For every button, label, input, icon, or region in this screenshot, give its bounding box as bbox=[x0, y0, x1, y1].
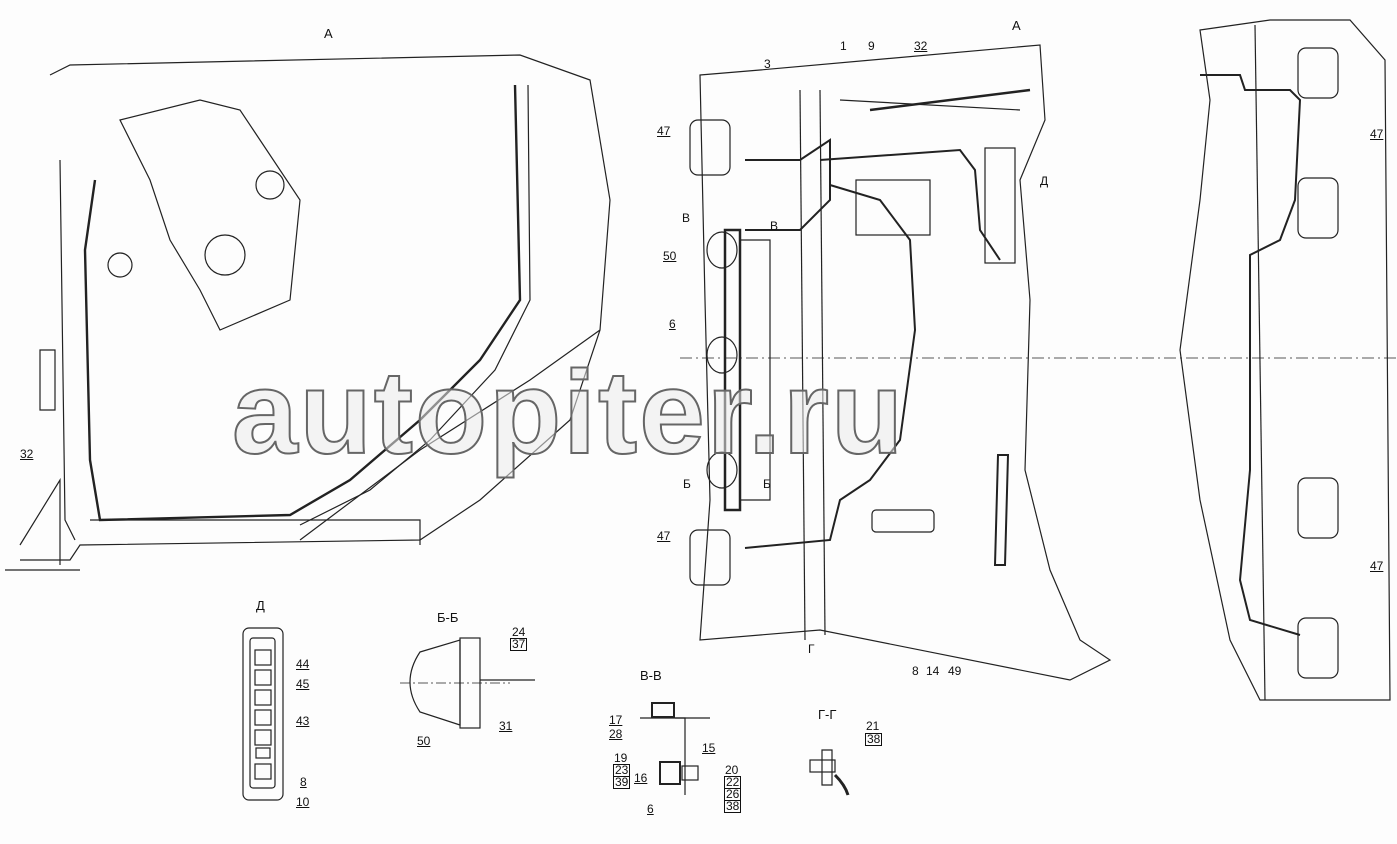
callout: 16 bbox=[634, 771, 648, 785]
view-d-panel bbox=[242, 627, 284, 801]
section-mark-v: В bbox=[770, 219, 779, 233]
section-gg-title: Г-Г bbox=[818, 707, 837, 722]
callout: 37 bbox=[510, 637, 528, 651]
callout: 6 bbox=[669, 317, 676, 331]
watermark: autopiter.ru bbox=[231, 347, 906, 479]
section-gg-bolt bbox=[809, 749, 850, 796]
callout: 17 bbox=[609, 713, 623, 727]
callout: 47 bbox=[1370, 559, 1384, 573]
section-bb-title: Б-Б bbox=[437, 610, 459, 625]
callout: 47 bbox=[657, 124, 671, 138]
callout: 44 bbox=[296, 657, 310, 671]
section-mark-b: Б bbox=[763, 477, 771, 491]
section-vv-title: В-В bbox=[640, 668, 662, 683]
callout: 47 bbox=[1370, 127, 1384, 141]
callout: 47 bbox=[657, 529, 671, 543]
view-a-left-title: А bbox=[324, 26, 333, 41]
view-a-right-title: А bbox=[1012, 18, 1021, 33]
section-mark-d: Д bbox=[1040, 174, 1049, 188]
callout: 8 bbox=[300, 775, 307, 789]
callout: 32 bbox=[20, 447, 34, 461]
callout: 32 bbox=[914, 39, 928, 53]
callout: 21 bbox=[866, 719, 880, 733]
section-mark-g: Г bbox=[808, 642, 815, 656]
callout: 50 bbox=[417, 734, 431, 748]
callout: 19 bbox=[614, 751, 628, 765]
view-d-title: Д bbox=[256, 598, 265, 613]
callout: 38 bbox=[865, 732, 883, 746]
callout: 6 bbox=[647, 802, 654, 816]
section-mark-v: В bbox=[682, 211, 691, 225]
callout: 28 bbox=[609, 727, 623, 741]
left-cab-view bbox=[5, 54, 611, 571]
section-bb-lamp bbox=[400, 637, 535, 729]
callout: 38 bbox=[724, 799, 742, 813]
switch-block bbox=[984, 147, 1016, 264]
callout: 9 bbox=[868, 39, 875, 53]
callout: 50 bbox=[663, 249, 677, 263]
right-cab-strip bbox=[1179, 19, 1391, 701]
section-vv-bracket bbox=[640, 702, 710, 795]
callout: 45 bbox=[296, 677, 310, 691]
callout: 8 bbox=[912, 664, 919, 678]
callout: 14 bbox=[926, 664, 940, 678]
callout: 20 bbox=[725, 763, 739, 777]
callout: 31 bbox=[499, 719, 513, 733]
section-mark-b: Б bbox=[683, 477, 691, 491]
main-cab-view bbox=[680, 44, 1397, 681]
callout: 39 bbox=[613, 775, 631, 789]
callout: 3 bbox=[764, 57, 771, 71]
callout: 15 bbox=[702, 741, 716, 755]
callout: 24 bbox=[512, 625, 526, 639]
callout: 1 bbox=[840, 39, 847, 53]
callout: 43 bbox=[296, 714, 310, 728]
callout: 49 bbox=[948, 664, 962, 678]
callout: 10 bbox=[296, 795, 310, 809]
